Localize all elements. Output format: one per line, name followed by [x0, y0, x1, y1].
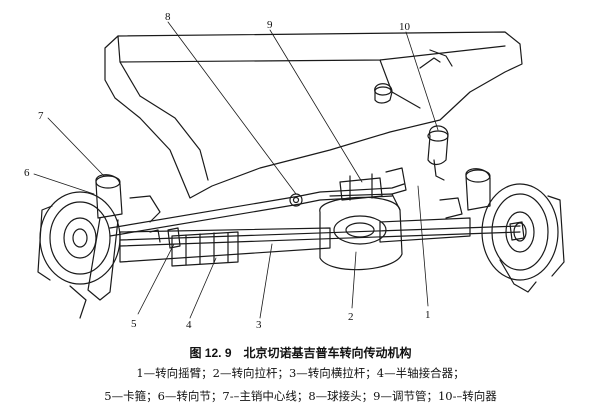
- clamps: [149, 221, 525, 249]
- legend-line-2: 5—卡箍；6—转向节；7-–主销中心线；8—球接头；9—调节管；10-–转向器: [104, 389, 497, 403]
- callout-1: 1: [425, 309, 431, 321]
- steering-linkage-diagram: 8 9 10 7 6 5 4 3 2 1: [24, 11, 565, 331]
- callout-8: 8: [165, 11, 171, 23]
- callout-5: 5: [131, 318, 137, 330]
- callout-9: 9: [267, 19, 273, 31]
- left-wheel-hub: [37, 174, 161, 319]
- callout-4: 4: [186, 319, 192, 331]
- callout-3: 3: [256, 319, 262, 331]
- figure-caption: 图 12. 9 北京切诺基吉普车转向传动机构 1—转向摇臂；2—转向拉杆；3—转向…: [0, 344, 601, 408]
- right-wheel-hub: [439, 168, 565, 293]
- adjusting-sleeve: [339, 167, 407, 201]
- callout-2: 2: [348, 311, 354, 323]
- callout-10: 10: [399, 21, 411, 33]
- callout-labels: 8 9 10 7 6 5 4 3 2 1: [24, 11, 431, 331]
- drag-link: [109, 183, 405, 237]
- callout-6: 6: [24, 167, 30, 179]
- axle-coupler: [171, 231, 239, 267]
- figure-title: 北京切诺基吉普车转向传动机构: [243, 346, 412, 360]
- callout-7: 7: [38, 110, 44, 122]
- tie-rod: [119, 225, 521, 247]
- figure-title-line: 图 12. 9 北京切诺基吉普车转向传动机构: [0, 344, 601, 362]
- steering-gear: [374, 57, 449, 181]
- leader-lines: [33, 21, 439, 319]
- legend-line-1: 1—转向摇臂；2—转向拉杆；3—转向横拉杆；4—半轴接合器；: [136, 366, 465, 380]
- frame-crossmember: [104, 31, 523, 199]
- figure-number: 图 12. 9: [189, 346, 232, 360]
